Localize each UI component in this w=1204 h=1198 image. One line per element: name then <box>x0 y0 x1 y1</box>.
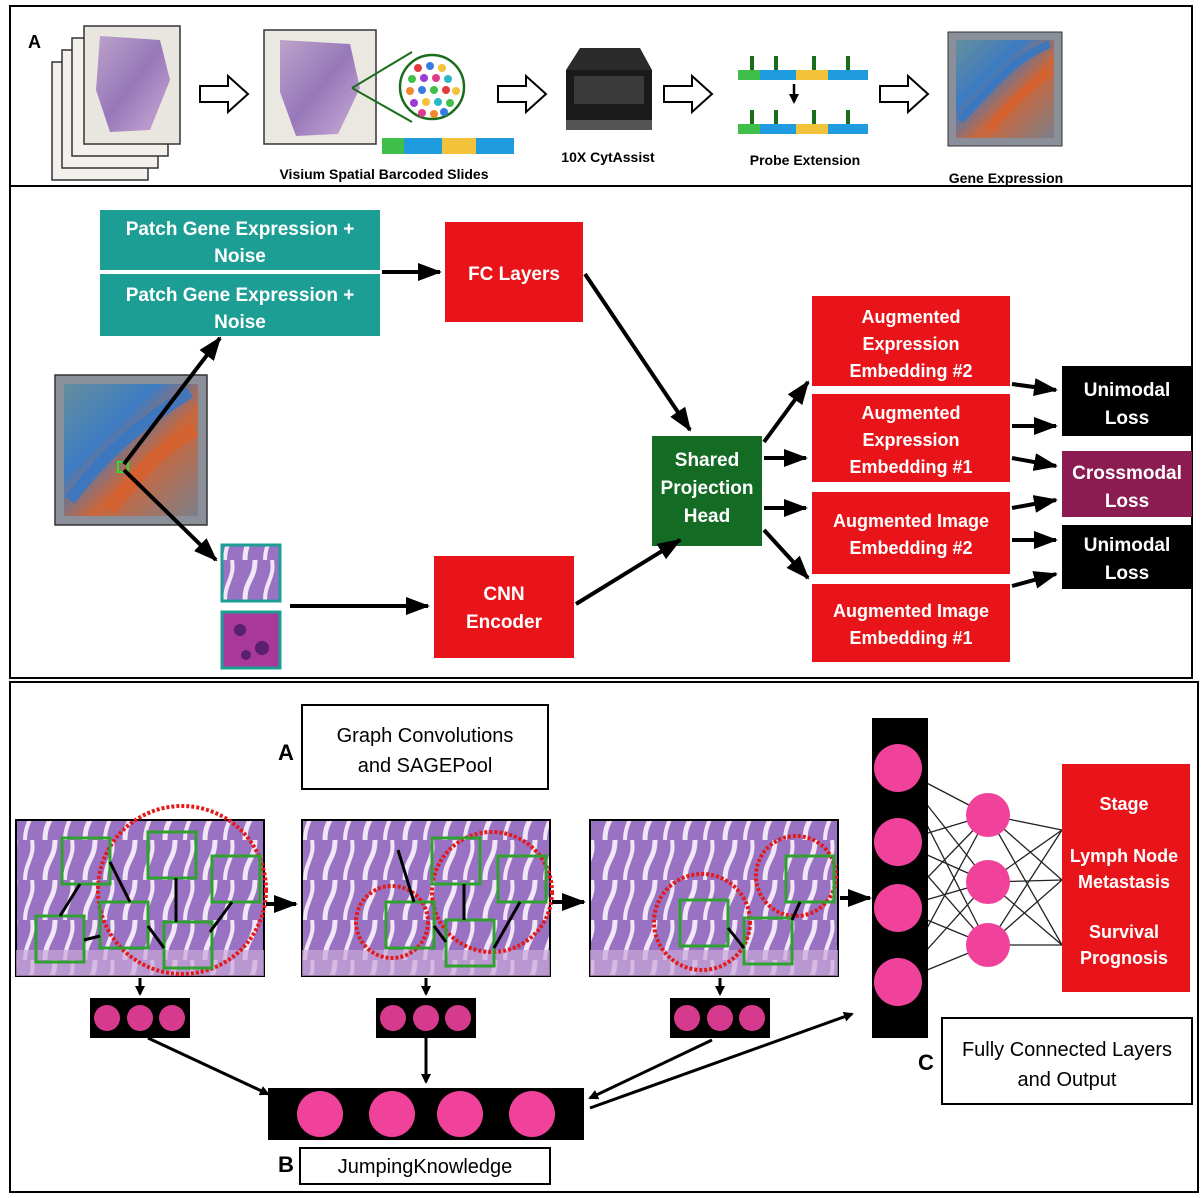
svg-text:FC Layers: FC Layers <box>468 264 560 285</box>
unimodal-loss-1-box: Unimodal Loss <box>1062 366 1192 436</box>
arrow-head-to-expr2 <box>762 380 810 444</box>
panel-3-letter-c: C <box>918 1050 934 1075</box>
svg-text:Embedding #1: Embedding #1 <box>849 628 972 648</box>
embedding-small-1 <box>90 998 190 1038</box>
svg-text:Augmented: Augmented <box>862 403 961 423</box>
cnn-encoder-box: CNN Encoder <box>434 556 574 658</box>
visium-slide <box>263 29 514 154</box>
fc-output-label-box: Fully Connected Layers and Output <box>941 1017 1193 1105</box>
arrow-to-image <box>122 468 218 562</box>
graph-conv-label-box: Graph Convolutions and SAGEPool <box>301 704 549 790</box>
flow-arrow-icon <box>879 73 930 115</box>
svg-text:Embedding #2: Embedding #2 <box>849 361 972 381</box>
embedding-small-2 <box>376 998 476 1038</box>
svg-text:Crossmodal: Crossmodal <box>1072 463 1182 484</box>
svg-text:Unimodal: Unimodal <box>1084 535 1171 556</box>
arrow-to-gene <box>122 336 222 466</box>
histology-image-2 <box>301 819 554 977</box>
svg-text:Noise: Noise <box>214 246 266 267</box>
svg-text:Loss: Loss <box>1105 563 1149 584</box>
svg-text:Graph Convolutions: Graph Convolutions <box>337 725 514 747</box>
patch-gene-expr-box-1: Patch Gene Expression + Noise <box>100 210 380 270</box>
svg-text:Encoder: Encoder <box>466 612 543 633</box>
svg-text:Shared: Shared <box>675 450 739 471</box>
flow-arrow-icon <box>199 73 250 115</box>
fc-network <box>872 718 1063 1038</box>
histology-image-3 <box>589 819 839 977</box>
panel-2: Patch Gene Expression + Noise Patch Gene… <box>9 185 1193 679</box>
svg-text:Metastasis: Metastasis <box>1078 872 1170 892</box>
probe-label: Probe Extension <box>750 152 860 168</box>
svg-text:Unimodal: Unimodal <box>1084 380 1171 401</box>
arrow-fc-to-head <box>583 272 692 432</box>
patch-gene-expr-box-2: Patch Gene Expression + Noise <box>100 274 380 336</box>
panel-3-letter-b: B <box>278 1152 294 1177</box>
svg-text:Patch Gene Expression +: Patch Gene Expression + <box>126 219 355 240</box>
svg-text:Expression: Expression <box>862 334 959 354</box>
svg-text:Prognosis: Prognosis <box>1080 948 1168 968</box>
histology-image-1 <box>15 804 268 977</box>
panel-1: A <box>9 5 1193 187</box>
stacked-slides <box>51 25 181 181</box>
cytassist-label: 10X CytAssist <box>561 149 655 165</box>
svg-text:Projection: Projection <box>661 478 754 499</box>
crossmodal-loss-box: Crossmodal Loss <box>1062 451 1192 517</box>
aug-expr-1-box: Augmented Expression Embedding #1 <box>812 394 1010 482</box>
probe-extension-icon <box>738 56 868 134</box>
svg-text:Stage: Stage <box>1099 794 1148 814</box>
svg-text:JumpingKnowledge: JumpingKnowledge <box>338 1156 513 1178</box>
aug-img-2-box: Augmented Image Embedding #2 <box>812 492 1010 574</box>
arrow-head-to-img1 <box>762 528 810 580</box>
arrow-to-jk <box>588 1038 713 1100</box>
flow-arrow-icon <box>497 73 548 115</box>
spatial-map <box>54 374 208 526</box>
svg-text:Augmented Image: Augmented Image <box>833 601 989 621</box>
svg-text:and SAGEPool: and SAGEPool <box>358 755 493 777</box>
shared-projection-head: Shared Projection Head <box>652 436 762 546</box>
gene-expr-label: Gene Expression <box>949 170 1063 186</box>
arrow-jk-to-fc <box>589 1011 854 1110</box>
svg-text:Loss: Loss <box>1105 408 1149 429</box>
svg-text:Expression: Expression <box>862 430 959 450</box>
svg-text:Embedding #1: Embedding #1 <box>849 457 972 477</box>
panel-3: A Graph Convolutions and SAGEPool <box>9 681 1199 1193</box>
barcode-dots <box>406 62 460 118</box>
fc-layers-box: FC Layers <box>445 222 583 322</box>
image-patch-1 <box>220 543 282 603</box>
aug-img-1-box: Augmented Image Embedding #1 <box>812 584 1010 662</box>
embedding-small-3 <box>670 998 770 1038</box>
svg-text:Noise: Noise <box>214 312 266 333</box>
svg-text:and Output: and Output <box>1018 1069 1117 1091</box>
cytassist-device-icon <box>566 48 652 130</box>
arrow-loss <box>1011 378 1058 396</box>
svg-text:Survival: Survival <box>1089 922 1159 942</box>
svg-text:Lymph Node: Lymph Node <box>1070 846 1178 866</box>
arrow-to-jk <box>147 1036 270 1096</box>
visium-label: Visium Spatial Barcoded Slides <box>279 166 488 182</box>
svg-text:Augmented: Augmented <box>862 307 961 327</box>
image-patch-2 <box>220 610 282 670</box>
flow-arrow-icon <box>663 73 714 115</box>
jumping-knowledge-bar <box>268 1088 584 1140</box>
output-box: Stage Lymph Node Metastasis Survival Pro… <box>1062 764 1190 992</box>
panel-3-letter-a: A <box>278 740 294 765</box>
svg-text:Patch Gene Expression +: Patch Gene Expression + <box>126 285 355 306</box>
svg-text:Loss: Loss <box>1105 491 1149 512</box>
panel-1-letter: A <box>28 32 41 52</box>
aug-expr-2-box: Augmented Expression Embedding #2 <box>812 296 1010 386</box>
svg-text:CNN: CNN <box>483 584 524 605</box>
arrow-loss <box>1011 495 1058 513</box>
arrow-loss <box>1011 453 1058 471</box>
arrow-cnn-to-head <box>574 538 682 606</box>
arrow-loss <box>1011 571 1058 589</box>
gene-expression-map <box>947 31 1063 147</box>
jumping-label-box: JumpingKnowledge <box>299 1147 551 1185</box>
unimodal-loss-2-box: Unimodal Loss <box>1062 525 1192 589</box>
barcode-strip <box>382 138 514 154</box>
svg-text:Embedding #2: Embedding #2 <box>849 538 972 558</box>
svg-text:Augmented Image: Augmented Image <box>833 511 989 531</box>
svg-text:Fully Connected Layers: Fully Connected Layers <box>962 1039 1172 1061</box>
svg-text:Head: Head <box>684 506 730 527</box>
